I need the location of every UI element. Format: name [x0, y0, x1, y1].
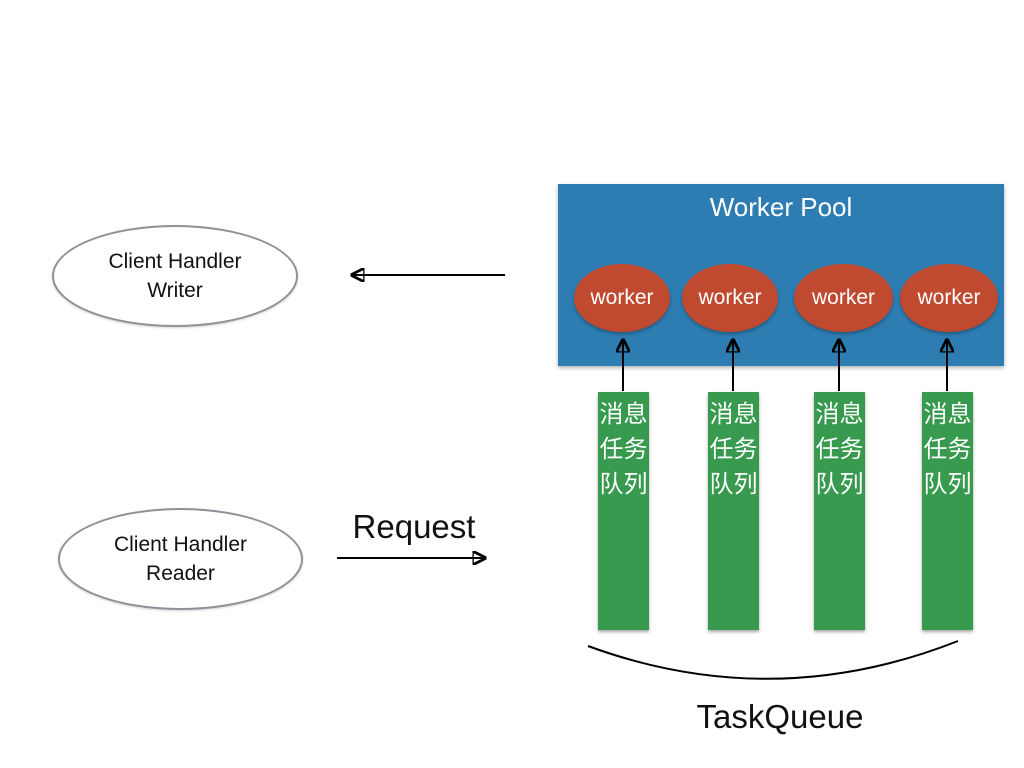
message-task-queue-node: 消息任务队列 — [598, 392, 649, 630]
worker-node: worker — [794, 264, 893, 332]
message-task-queue-node: 消息任务队列 — [922, 392, 973, 630]
client-handler-reader-line2: Reader — [146, 562, 215, 585]
worker-pool-title: Worker Pool — [709, 192, 853, 222]
client-handler-writer-line1: Client Handler — [108, 250, 242, 273]
client-handler-reader-line1: Client Handler — [113, 533, 248, 556]
message-task-queue-node: 消息任务队列 — [814, 392, 865, 630]
message-task-queue-label: 消息任务队列 — [923, 401, 972, 498]
client-handler-writer-node: Client Handler Writer — [52, 225, 298, 327]
worker-pool-box: Worker Pool worker worker worker worker — [558, 184, 1004, 366]
taskqueue-brace-curve — [587, 640, 959, 680]
message-task-queue-label: 消息任务队列 — [815, 401, 864, 498]
client-handler-reader-node: Client Handler Reader — [58, 508, 303, 610]
worker-node: worker — [574, 264, 670, 332]
worker-node: worker — [682, 264, 778, 332]
taskqueue-label: TaskQueue — [696, 698, 864, 735]
message-task-queue-label: 消息任务队列 — [599, 401, 648, 498]
message-task-queue-label: 消息任务队列 — [709, 401, 758, 498]
request-label: Request — [352, 508, 476, 545]
client-handler-writer-line2: Writer — [147, 279, 203, 302]
worker-node: worker — [900, 264, 998, 332]
message-task-queue-node: 消息任务队列 — [708, 392, 759, 630]
